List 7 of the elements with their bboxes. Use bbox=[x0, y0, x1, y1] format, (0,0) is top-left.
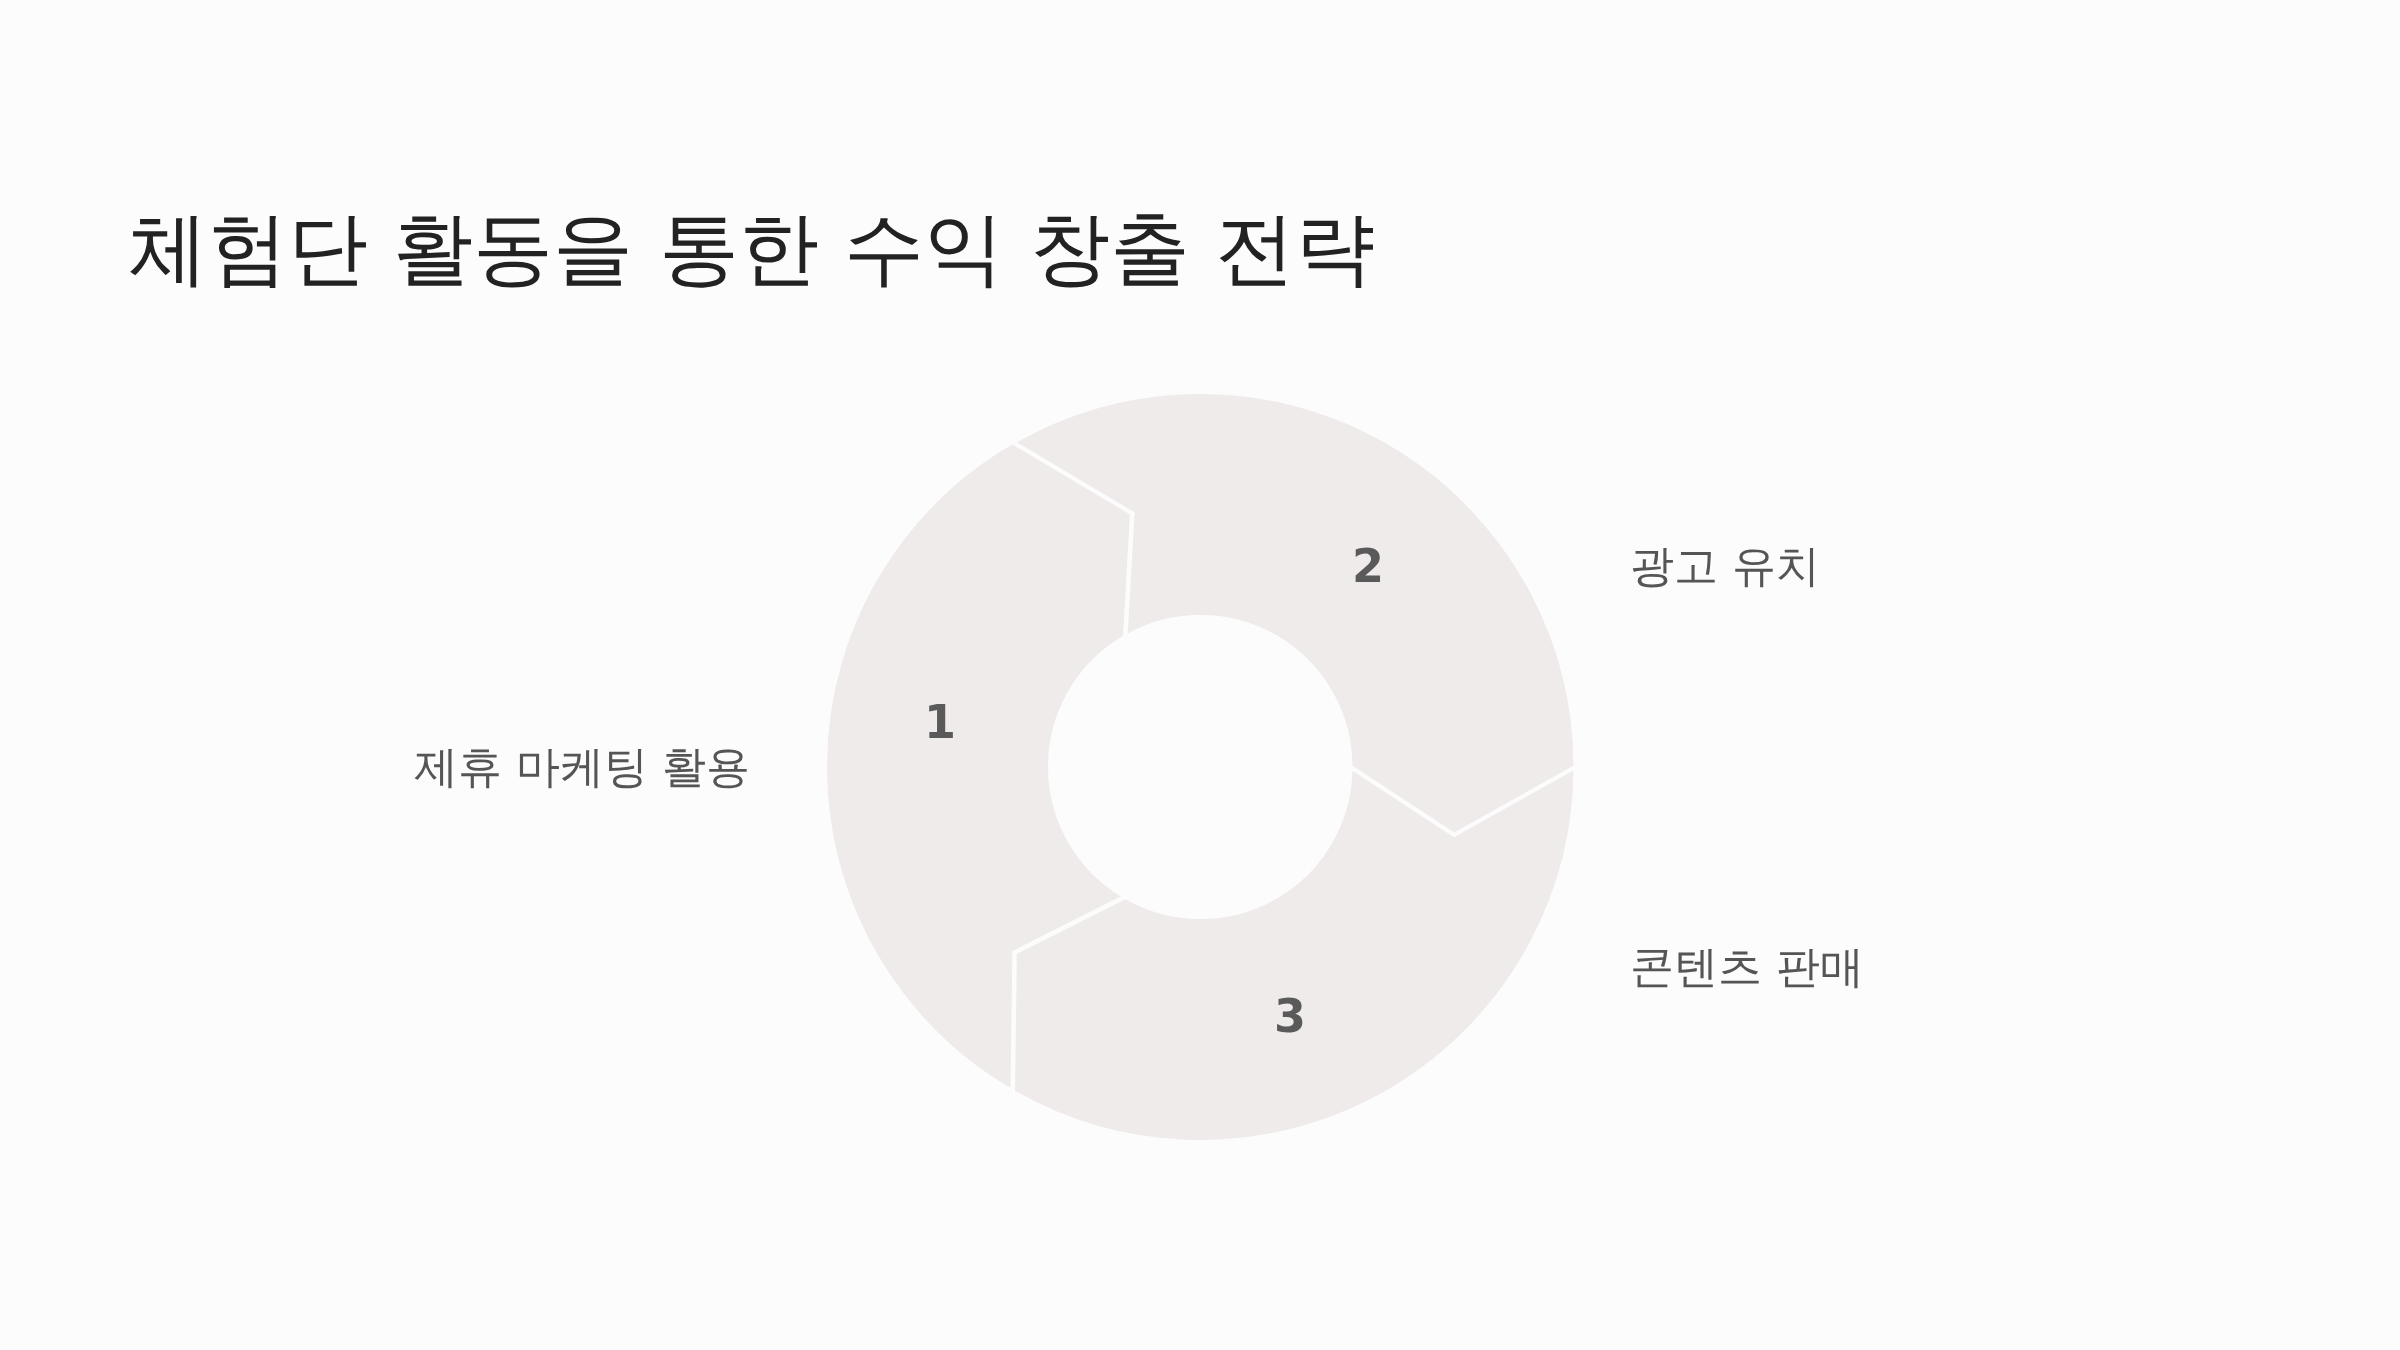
step-number: 2 bbox=[1352, 543, 1384, 589]
step-number: 3 bbox=[1274, 993, 1306, 1039]
title: 체험단 활동을 통한 수익 창출 전략 bbox=[128, 205, 1376, 293]
step-number: 1 bbox=[924, 699, 956, 745]
segment-label: 제휴 마케팅 활용 bbox=[414, 740, 750, 794]
segment-label: 광고 유치 bbox=[1630, 539, 1820, 593]
segment-label: 콘텐츠 판매 bbox=[1630, 940, 1864, 994]
